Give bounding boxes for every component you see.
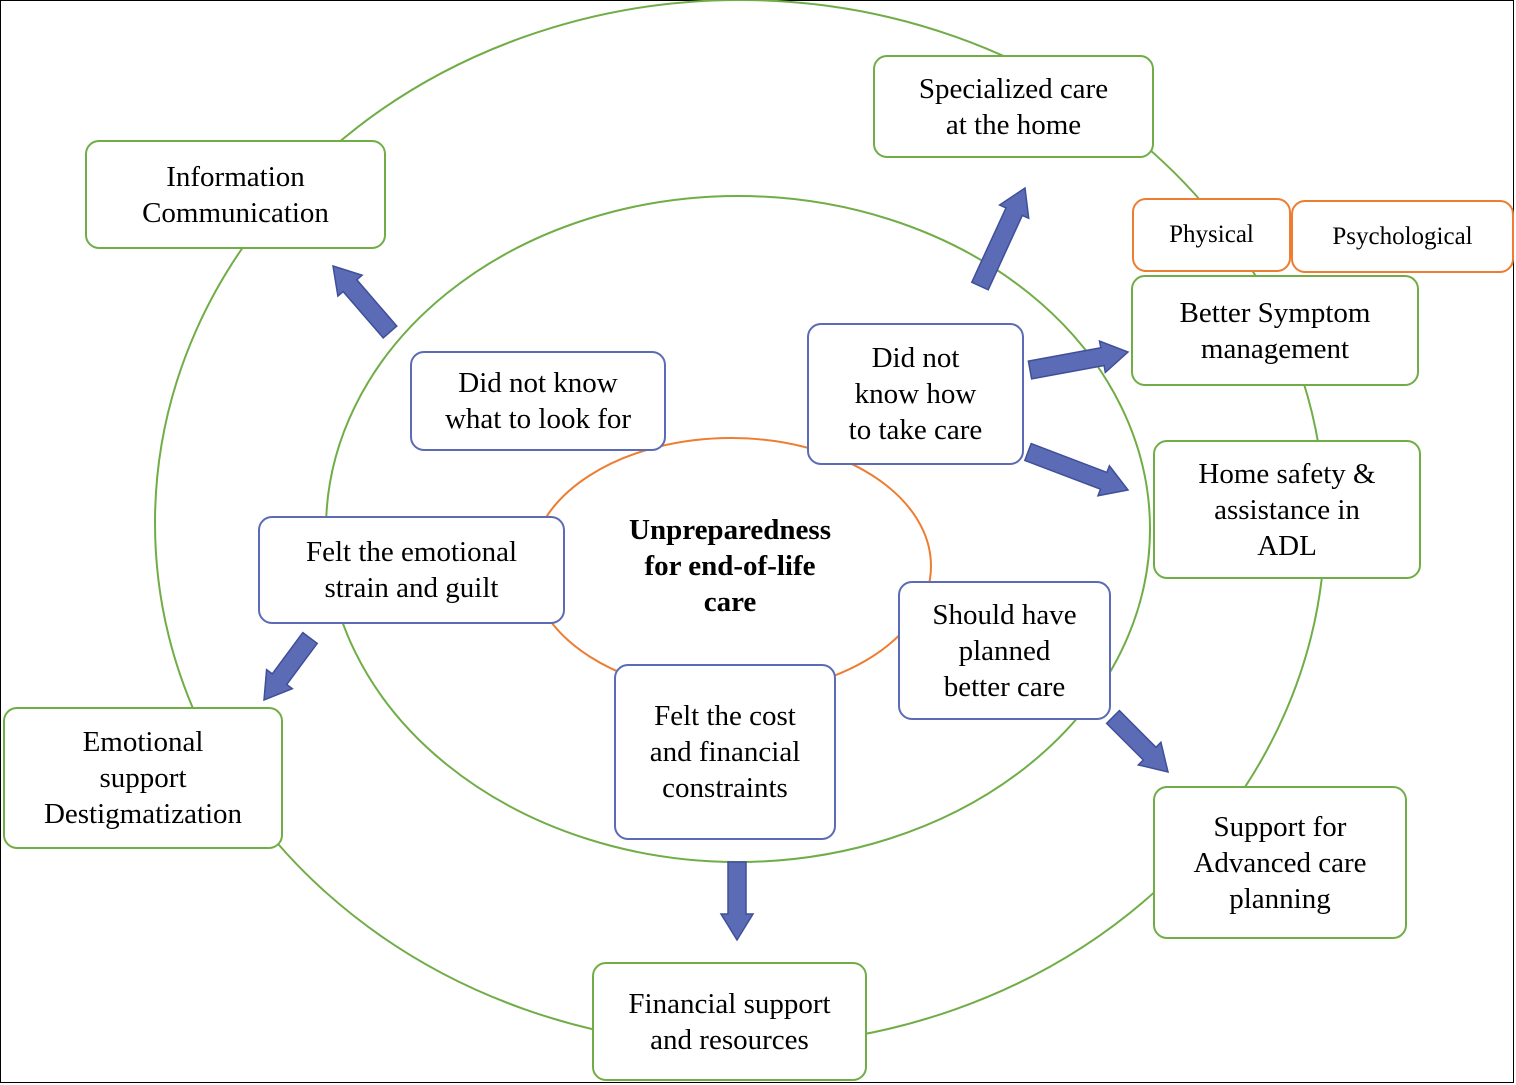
subneed-psychological: Psychological	[1291, 200, 1514, 273]
arrow-to-symptom	[1027, 339, 1130, 380]
need-better-symptom-management: Better Symptom management	[1131, 275, 1419, 386]
theme-did-not-know-how-to-take-care: Did not know how to take care	[807, 323, 1024, 465]
need-home-safety-assistance-adl: Home safety & assistance in ADL	[1153, 440, 1421, 579]
arrow-to-specialized	[970, 186, 1030, 291]
theme-cost-and-financial-constraints: Felt the cost and financial constraints	[614, 664, 836, 840]
arrow-to-home-safety	[1023, 442, 1130, 497]
need-specialized-care-at-home: Specialized care at the home	[873, 55, 1154, 158]
need-financial-support-resources: Financial support and resources	[592, 962, 867, 1081]
theme-did-not-know-what-to-look-for: Did not know what to look for	[410, 351, 666, 451]
subneed-physical: Physical	[1132, 198, 1291, 272]
arrow-to-financial	[719, 861, 755, 942]
arrow-to-emotional	[263, 631, 319, 702]
theme-emotional-strain-and-guilt: Felt the emotional strain and guilt	[258, 516, 565, 624]
center-concept: Unpreparedness for end-of-life care	[629, 514, 831, 618]
need-advanced-care-planning: Support for Advanced care planning	[1153, 786, 1407, 939]
theme-should-have-planned-better-care: Should have planned better care	[898, 581, 1111, 720]
arrow-to-information	[332, 264, 398, 339]
arrow-to-advanced	[1105, 709, 1170, 774]
need-information-communication: Information Communication	[85, 140, 386, 249]
arrows-group	[263, 186, 1170, 942]
need-emotional-support-destigmatization: Emotional support Destigmatization	[3, 707, 283, 849]
